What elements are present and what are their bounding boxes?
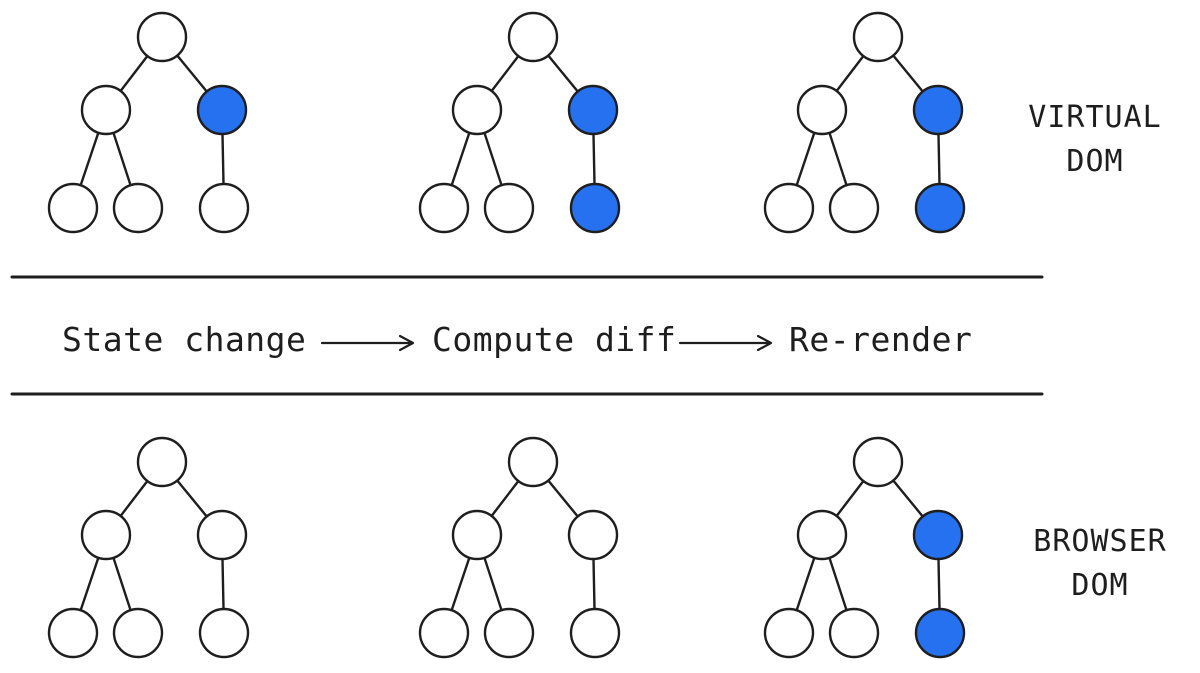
tree-edge	[937, 557, 941, 611]
tree-edge	[483, 556, 503, 612]
tree-edge	[221, 557, 225, 611]
virtual-tree-2	[418, 11, 621, 234]
tree-edge	[119, 54, 149, 93]
browser-dom-label-line1: BROWSER	[1033, 524, 1167, 559]
tree-node-right-child	[569, 182, 621, 234]
tree-edge	[592, 132, 596, 186]
tree-node-left	[796, 84, 848, 136]
browser-dom-label-line2: DOM	[1071, 568, 1129, 603]
tree-edge	[450, 556, 471, 612]
tree-node-left-b	[483, 182, 535, 234]
tree-node-left-b	[112, 182, 164, 234]
tree-edge	[490, 54, 520, 93]
tree-edge	[490, 479, 520, 518]
browser-tree-2	[418, 436, 621, 659]
tree-edge	[795, 131, 816, 187]
tree-node-right	[196, 84, 248, 136]
tree-node-right	[567, 84, 619, 136]
tree-node-left	[451, 84, 503, 136]
tree-edge	[176, 479, 208, 518]
virtual-dom-label-line2: DOM	[1066, 144, 1124, 179]
tree-node-left-a	[47, 607, 99, 659]
virtual-tree-3	[763, 11, 966, 234]
browser-dom-label: BROWSER DOM	[1005, 520, 1195, 608]
tree-node-left-a	[763, 607, 815, 659]
tree-edge	[828, 556, 848, 612]
tree-edge	[892, 479, 924, 518]
tree-node-right	[196, 509, 248, 561]
tree-edge	[483, 131, 503, 187]
step-compute-diff: Compute diff	[432, 320, 677, 359]
tree-node-right-child	[914, 607, 966, 659]
tree-edge	[119, 479, 149, 518]
tree-node-left-b	[828, 607, 880, 659]
tree-node-root	[852, 436, 904, 488]
tree-edge	[828, 131, 848, 187]
step-state-change: State change	[62, 320, 307, 359]
tree-node-left-b	[828, 182, 880, 234]
tree-node-root	[507, 11, 559, 63]
tree-node-right	[567, 509, 619, 561]
tree-edge	[592, 557, 596, 611]
tree-node-left-a	[418, 182, 470, 234]
tree-node-left-b	[483, 607, 535, 659]
tree-edge	[892, 54, 924, 93]
tree-edge	[450, 131, 471, 187]
tree-node-root	[136, 11, 188, 63]
tree-node-left	[80, 509, 132, 561]
tree-node-right-child	[198, 182, 250, 234]
tree-node-root	[507, 436, 559, 488]
tree-edge	[176, 54, 208, 93]
virtual-tree-1	[47, 11, 250, 234]
tree-node-left-a	[418, 607, 470, 659]
tree-node-left	[80, 84, 132, 136]
tree-node-left	[451, 509, 503, 561]
tree-edge	[937, 132, 941, 186]
tree-node-left	[796, 509, 848, 561]
tree-node-right	[912, 509, 964, 561]
tree-edge	[835, 479, 865, 518]
tree-edge	[547, 479, 579, 518]
arrow-icon	[678, 334, 773, 352]
tree-edge	[795, 556, 816, 612]
browser-tree-3	[763, 436, 966, 659]
tree-edge	[112, 131, 132, 187]
tree-node-right-child	[914, 182, 966, 234]
tree-node-left-a	[47, 182, 99, 234]
step-re-render: Re-render	[789, 320, 973, 359]
tree-node-right-child	[569, 607, 621, 659]
trees-layer	[47, 11, 966, 659]
tree-node-root	[136, 436, 188, 488]
tree-edge	[112, 556, 132, 612]
tree-edge	[79, 556, 100, 612]
browser-tree-1	[47, 436, 250, 659]
tree-node-left-a	[763, 182, 815, 234]
tree-edge	[547, 54, 579, 93]
tree-node-right	[912, 84, 964, 136]
arrow-icon	[320, 334, 415, 352]
tree-node-right-child	[198, 607, 250, 659]
tree-edge	[79, 131, 100, 187]
tree-edge	[835, 54, 865, 93]
virtual-dom-label: VIRTUAL DOM	[1005, 96, 1185, 184]
virtual-dom-label-line1: VIRTUAL	[1028, 100, 1162, 135]
tree-node-left-b	[112, 607, 164, 659]
tree-edge	[221, 132, 225, 186]
tree-node-root	[852, 11, 904, 63]
